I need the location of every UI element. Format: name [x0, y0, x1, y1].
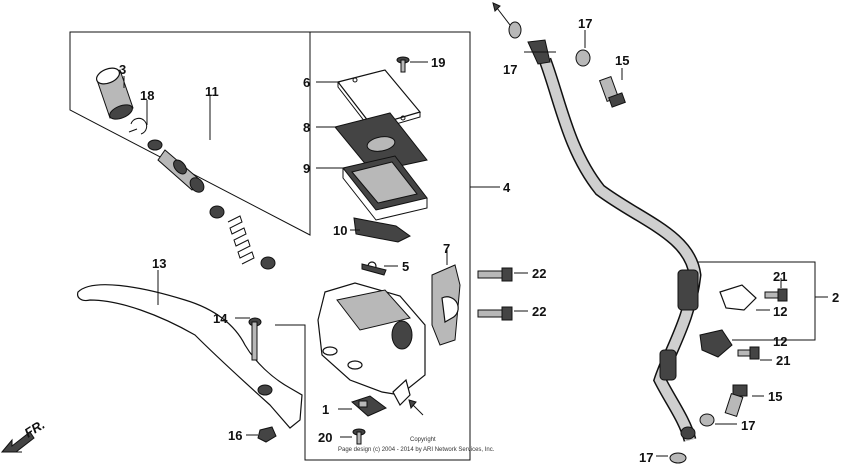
master-cylinder-body — [317, 282, 426, 406]
callout-17-bottom-right: 17 — [741, 418, 755, 433]
washer-bottom-right — [699, 413, 715, 427]
callout-7: 7 — [443, 241, 450, 256]
switch-screw — [352, 428, 366, 445]
diaphragm — [342, 155, 428, 221]
callout-3: 3 — [119, 62, 126, 77]
pivot-nut — [257, 426, 277, 443]
callout-20: 20 — [318, 430, 332, 445]
callout-14: 14 — [213, 311, 228, 326]
callout-17-bottom-left: 17 — [639, 450, 653, 465]
callout-1: 1 — [322, 402, 329, 417]
callout-21-lower: 21 — [776, 353, 790, 368]
hose-clamp-lower — [699, 329, 733, 358]
callout-13: 13 — [152, 256, 166, 271]
circlip-part — [128, 117, 148, 135]
callout-8: 8 — [303, 120, 310, 135]
holder-bolt-lower — [477, 306, 513, 321]
boot-part — [95, 67, 134, 120]
callout-17-top-left: 17 — [503, 62, 517, 77]
banjo-bolt-bottom — [724, 384, 748, 417]
callout-6: 6 — [303, 75, 310, 90]
brake-lever — [77, 284, 303, 429]
callout-21-upper: 21 — [773, 269, 787, 284]
callout-9: 9 — [303, 161, 310, 176]
diaphragm-plate — [334, 112, 428, 173]
callout-4: 4 — [503, 180, 511, 195]
callout-2: 2 — [832, 290, 839, 305]
kit-outline — [69, 31, 311, 236]
copyright-line-1: Copyright — [410, 437, 436, 443]
callout-15-bottom: 15 — [768, 389, 782, 404]
callout-17-top-right: 17 — [578, 16, 592, 31]
brake-switch — [351, 395, 387, 417]
callout-11: 11 — [205, 84, 219, 99]
washer-bottom-left — [669, 452, 687, 464]
callout-19: 19 — [431, 55, 445, 70]
hose-bracket — [690, 261, 816, 341]
callout-10: 10 — [333, 223, 347, 238]
float-plate — [353, 217, 411, 243]
callout-12-lower: 12 — [773, 334, 787, 349]
callout-18: 18 — [140, 88, 154, 103]
front-direction-arrow: FR. — [0, 417, 47, 453]
callout-16: 16 — [228, 428, 242, 443]
callout-12-upper: 12 — [773, 304, 787, 319]
body-outline — [275, 31, 471, 461]
small-clip — [361, 261, 387, 276]
washer-top-right — [575, 49, 591, 67]
hose-clamp-upper — [719, 284, 757, 311]
clamp-bolt-upper — [764, 288, 788, 302]
cap-screw — [396, 56, 410, 73]
clamp-bolt-lower — [737, 346, 760, 360]
callout-22-upper: 22 — [532, 266, 546, 281]
lever-holder — [431, 264, 461, 346]
piston-set — [147, 139, 276, 270]
washer-top-left — [508, 21, 522, 39]
callout-15-top: 15 — [615, 53, 629, 68]
brake-hose — [527, 39, 702, 442]
callout-22-lower: 22 — [532, 304, 546, 319]
callout-5: 5 — [402, 259, 409, 274]
copyright-line-2: Page design (c) 2004 - 2014 by ARI Netwo… — [338, 447, 495, 453]
banjo-bolt-top — [598, 75, 626, 108]
pivot-bolt — [248, 317, 262, 361]
holder-bolt-upper — [477, 267, 513, 282]
